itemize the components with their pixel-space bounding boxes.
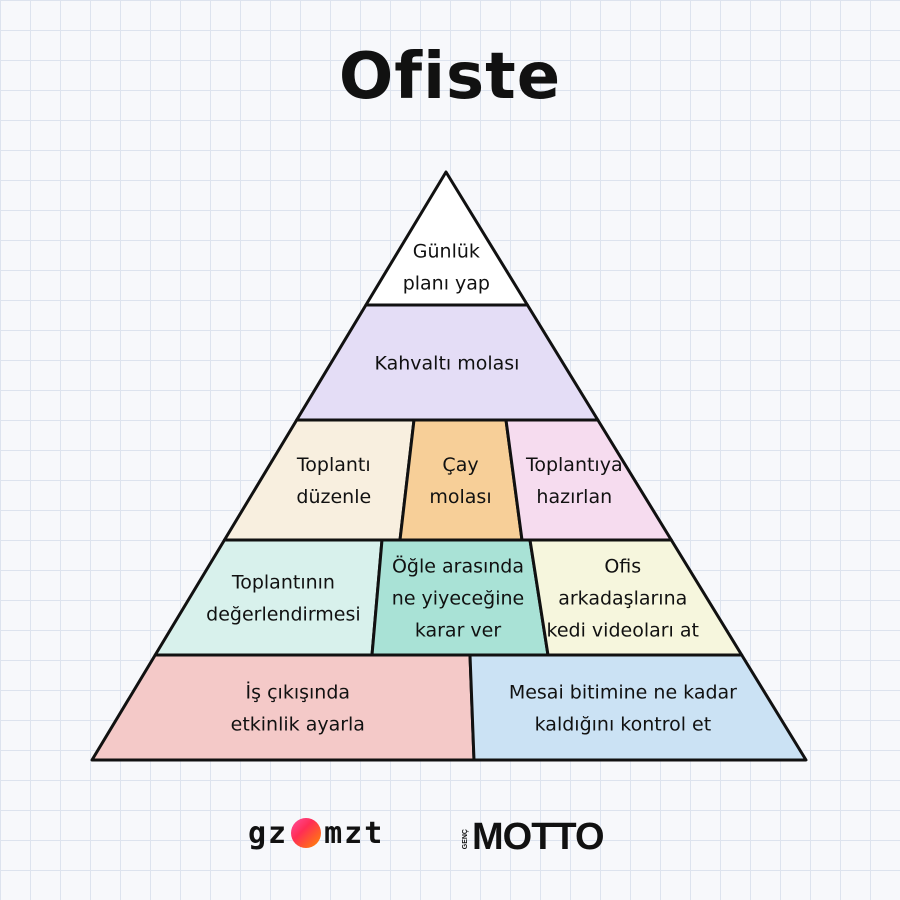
pyramid-label-line: Toplantının	[231, 572, 335, 594]
pyramid-label-line: Çay	[442, 454, 478, 476]
pyramid-label-line: Toplantıya	[525, 454, 623, 476]
pyramid-label-3-1: Toplantı düzenle	[296, 454, 371, 508]
pyramid-label-line: Ofis	[604, 556, 641, 578]
pyramid-label-5-2: Mesai bitimine ne kadar kaldığını kontrol…	[509, 682, 737, 736]
pyramid-label-line: Toplantı	[296, 454, 371, 476]
pyramid-cell-3-3	[504, 418, 673, 542]
logo-small-text: GENÇ	[462, 828, 469, 850]
pyramid-cell-3-2	[398, 418, 524, 542]
page-title: Ofiste	[338, 40, 562, 114]
pyramid-label-line: kaldığını kontrol et	[535, 714, 712, 736]
pyramid-label-line: Mesai bitimine ne kadar	[509, 682, 737, 704]
pyramid-label-2-1: Kahvaltı molası	[374, 353, 519, 375]
pyramid-label-5-1: İş çıkışında etkinlik ayarla	[231, 681, 365, 736]
pyramid-label-line: etkinlik ayarla	[231, 714, 365, 736]
pyramid-label-line: hazırlan	[536, 486, 612, 508]
pyramid-label-line: değerlendirmesi	[206, 604, 361, 626]
pyramid-label-line: İş çıkışında	[246, 681, 350, 704]
pyramid-cell-3-1	[222, 418, 416, 542]
pyramid-label-line: Kahvaltı molası	[374, 353, 519, 375]
pyramid-label-line: molası	[429, 486, 491, 508]
pyramid-cell-4-1	[153, 538, 384, 657]
pyramid-label-line: Günlük	[413, 241, 480, 263]
pyramid-label-4-3: Ofis arkadaşlarına kedi videoları at	[547, 556, 699, 642]
logo-text-b: mzt	[324, 816, 385, 851]
pyramid-label-line: planı yap	[403, 273, 490, 295]
pyramid-label-3-2: Çay molası	[429, 454, 491, 508]
pyramid-label-line: düzenle	[296, 486, 371, 508]
pyramid-label-line: kedi videoları at	[547, 620, 699, 642]
pyramid-label-line: arkadaşlarına	[558, 588, 687, 610]
pyramid-label-line: karar ver	[415, 620, 502, 642]
ghost-logo-icon	[291, 817, 322, 848]
pyramid-label-4-1: Toplantının değerlendirmesi	[206, 572, 361, 626]
logo-main-text: MOTTO	[472, 816, 605, 858]
pyramid-label-3-3: Toplantıya hazırlan	[525, 454, 623, 508]
pyramid-label-line: Öğle arasında	[392, 555, 524, 578]
pyramid-label-line: ne yiyeceğine	[392, 588, 524, 610]
genc-motto-logo: GENÇMOTTO	[462, 816, 605, 859]
pyramid-cell-5-2	[468, 653, 808, 762]
logo-text-a: gz	[248, 816, 289, 851]
pyramid-label-1-1: Günlük planı yap	[403, 241, 490, 295]
pyramid-label-4-2: Öğle arasında ne yiyeceğine karar ver	[392, 555, 524, 642]
pyramid-cell-5-1	[90, 653, 476, 762]
